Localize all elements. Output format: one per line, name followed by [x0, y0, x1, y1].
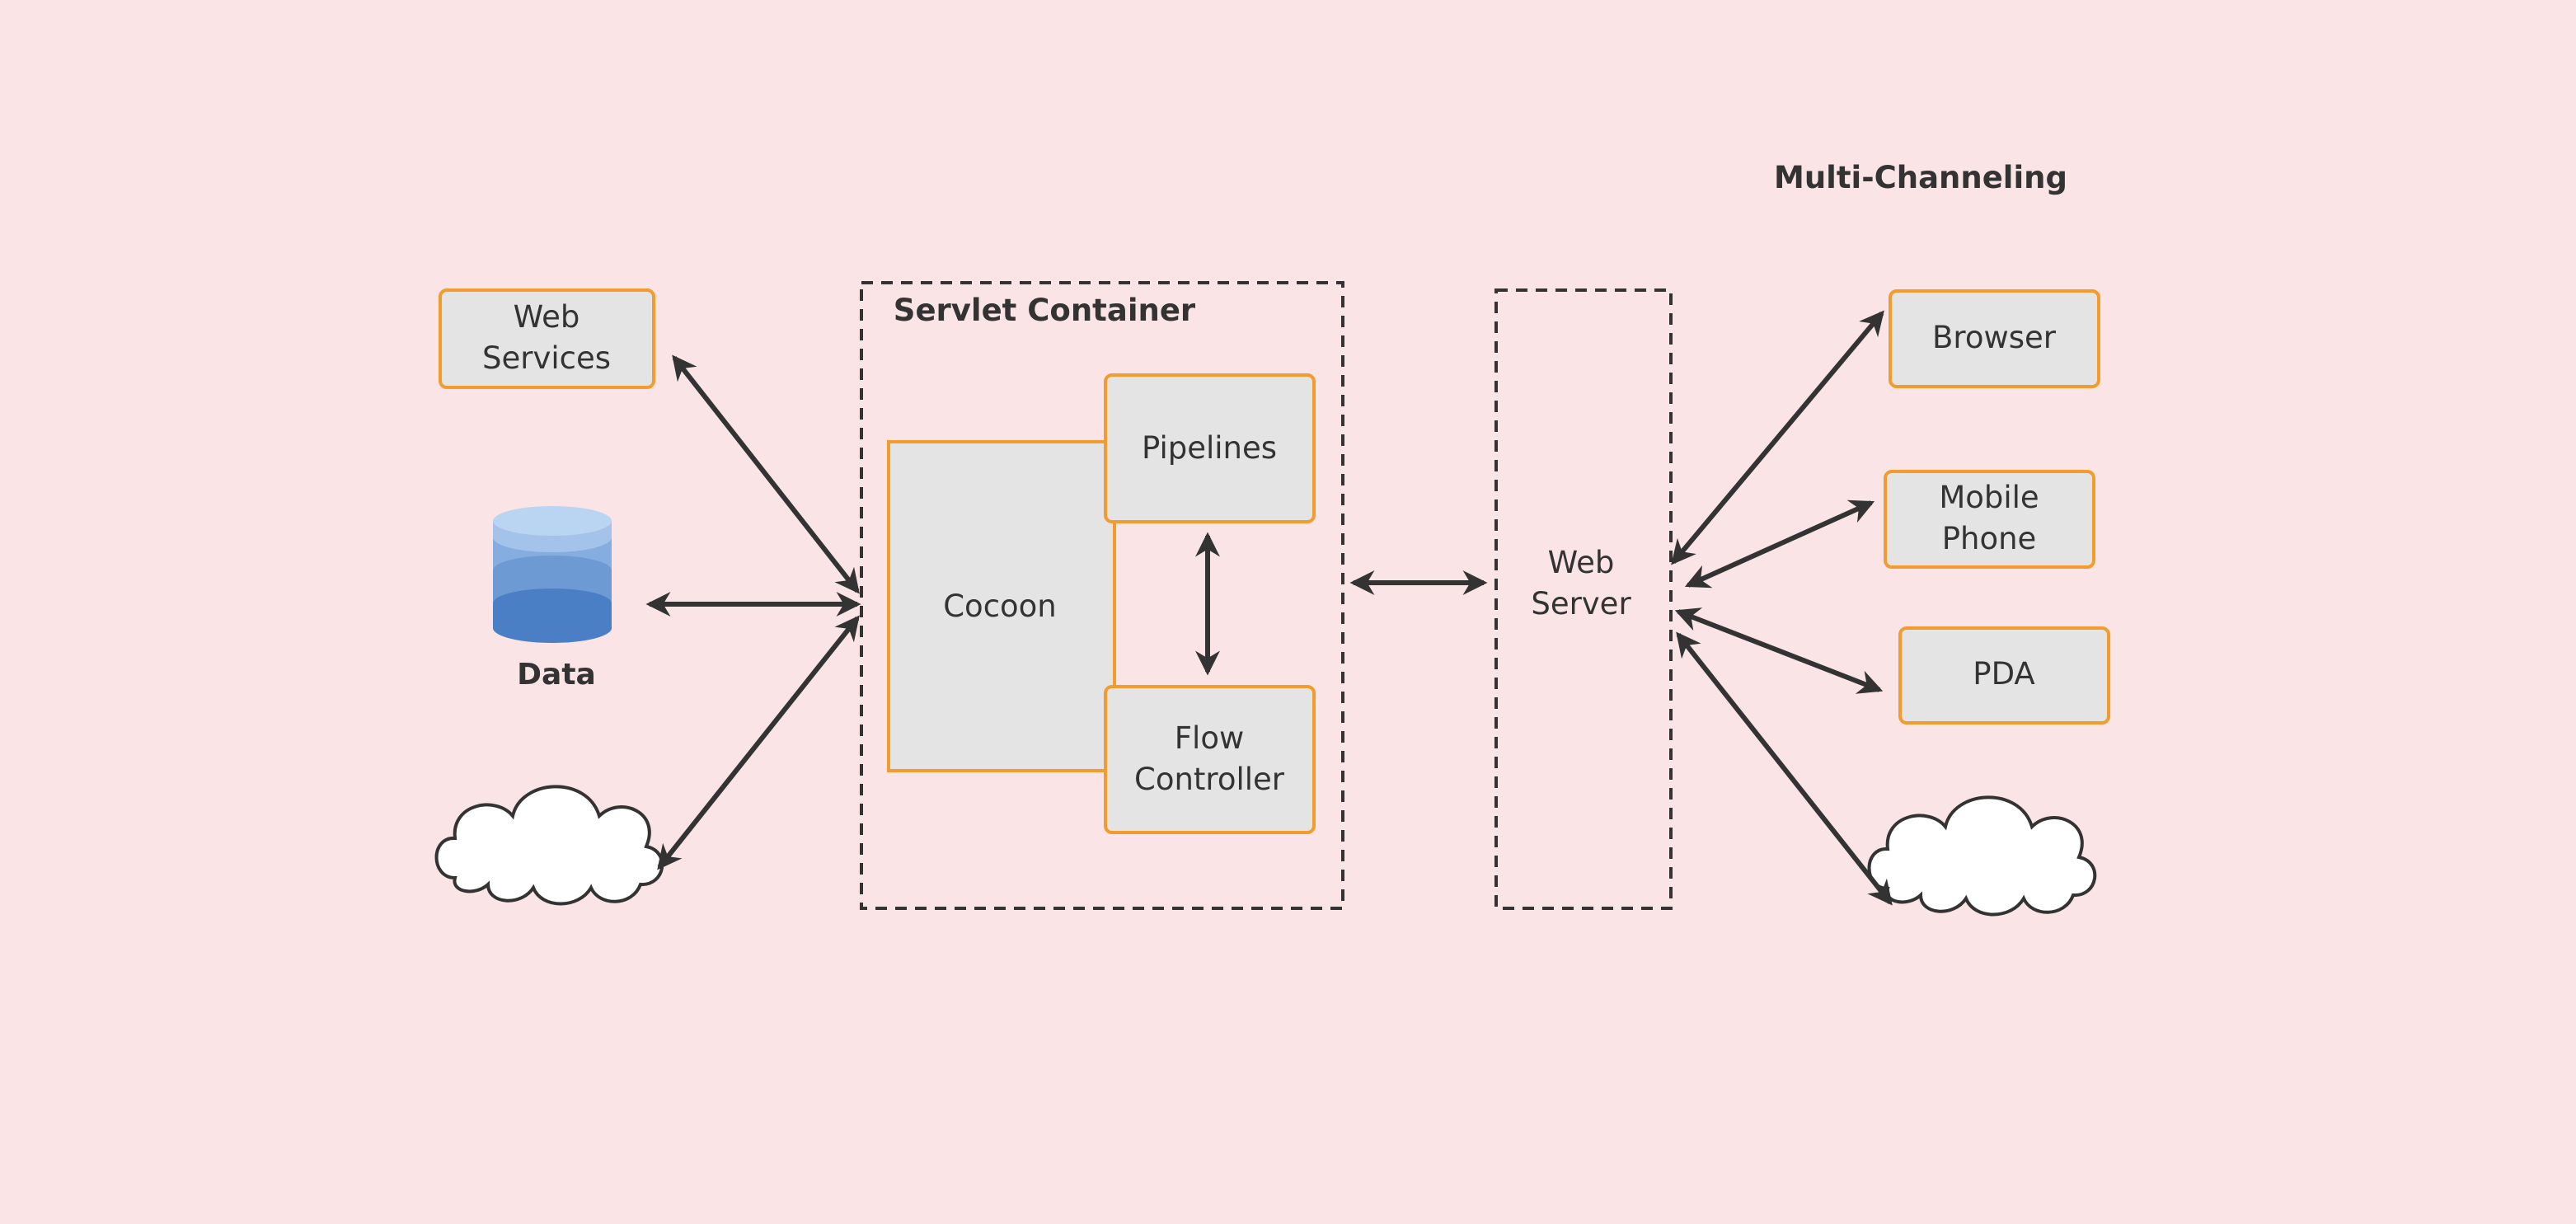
- mobile-phone-label-line1: Mobile: [1939, 480, 2039, 515]
- pipelines-box: Pipelines: [1104, 373, 1316, 523]
- arrow-webserver-browser: [1671, 310, 1884, 565]
- flow-controller-label-line2: Controller: [1134, 762, 1285, 797]
- diagram-title: Multi-Channeling: [1774, 160, 2067, 195]
- arrow-webservices-servlet: [672, 354, 860, 594]
- pda-box: PDA: [1898, 626, 2110, 725]
- cloud-icon-right: [1867, 795, 2097, 917]
- web-services-label-line2: Services: [482, 340, 611, 376]
- arrow-webserver-pda: [1674, 607, 1884, 694]
- browser-label: Browser: [1932, 320, 2057, 355]
- browser-box: Browser: [1889, 289, 2100, 388]
- servlet-container-label: Servlet Container: [894, 293, 1196, 328]
- arrow-webserver-cloud: [1676, 631, 1893, 906]
- web-server-label-line2: Server: [1531, 586, 1631, 621]
- flow-controller-box: Flow Controller: [1104, 685, 1316, 834]
- pda-label: PDA: [1973, 656, 2034, 692]
- arrow-cloud-servlet: [657, 615, 860, 870]
- servlet-container-frame: [860, 281, 1344, 910]
- web-server-frame: [1494, 288, 1673, 910]
- flow-controller-label-line1: Flow: [1175, 720, 1244, 756]
- cocoon-box: Cocoon: [887, 440, 1116, 772]
- arrow-webserver-mobile: [1684, 499, 1875, 589]
- web-services-label-line1: Web: [514, 299, 580, 335]
- mobile-phone-box: Mobile Phone: [1884, 470, 2095, 569]
- data-label: Data: [517, 658, 596, 692]
- cloud-icon-left: [434, 785, 664, 906]
- web-server-label-line1: Web: [1548, 545, 1615, 580]
- cocoon-label: Cocoon: [943, 589, 1057, 624]
- mobile-phone-label-line2: Phone: [1942, 521, 2037, 556]
- pipelines-label: Pipelines: [1142, 430, 1277, 466]
- database-icon: [493, 506, 612, 643]
- web-services-box: Web Services: [439, 288, 655, 389]
